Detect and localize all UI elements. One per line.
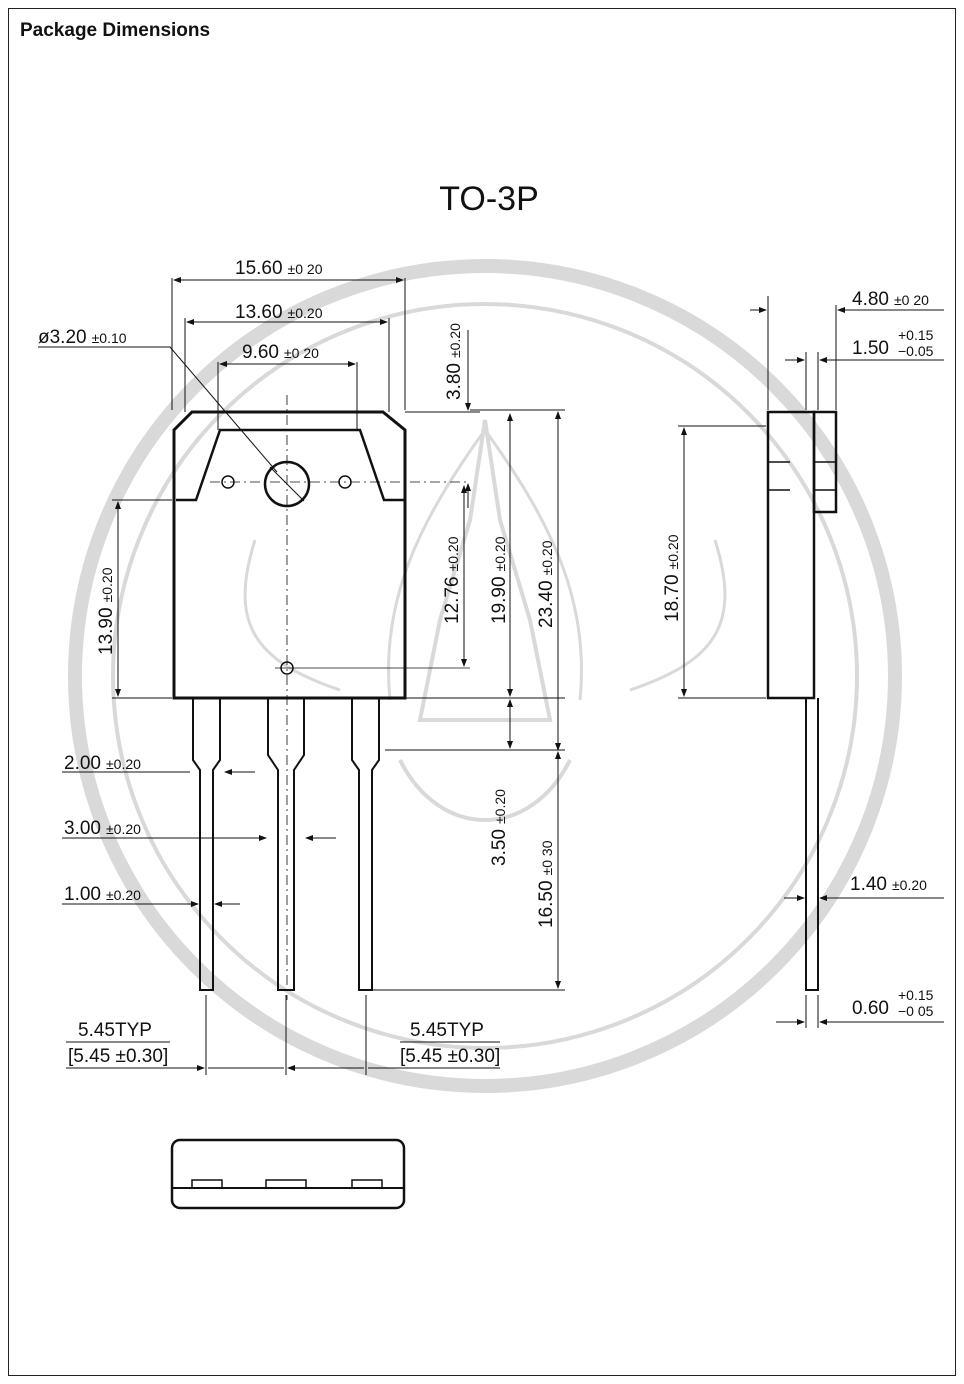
dim-side-thickness: 4.80±0 20 bbox=[852, 289, 929, 310]
dim-hole-diameter: ø3.20±0.10 bbox=[38, 327, 127, 348]
svg-text:−0.05: −0.05 bbox=[898, 343, 934, 359]
dim-top-to-hole: 3.80±0.20 bbox=[444, 323, 465, 400]
dim-lead-width-b: 3.00±0.20 bbox=[64, 818, 141, 839]
svg-text:+0.15: +0.15 bbox=[898, 327, 934, 343]
datasheet-page bbox=[8, 8, 956, 1376]
side-view bbox=[766, 410, 838, 991]
side-dimension-lines bbox=[678, 296, 944, 1028]
dim-body-width: 13.60±0.20 bbox=[235, 302, 323, 323]
dim-lead-width-c: 1.00±0.20 bbox=[64, 884, 141, 905]
front-dimension-lines bbox=[38, 277, 565, 1075]
svg-text:−0 05: −0 05 bbox=[898, 1003, 934, 1019]
dim-total-body-height: 23.40±0.20 bbox=[536, 540, 557, 628]
section-title: Package Dimensions bbox=[20, 20, 211, 41]
dim-side-tab: 1.50 +0.15 −0.05 bbox=[852, 327, 934, 359]
dim-lead-width-a: 2.00±0.20 bbox=[64, 753, 141, 774]
dim-side-height: 18.70±0.20 bbox=[662, 534, 683, 622]
dim-lead-shoulder: 3.50±0.20 bbox=[489, 789, 510, 866]
bottom-view bbox=[170, 1138, 406, 1210]
dim-lead-length: 16.50±0 30 bbox=[536, 840, 557, 928]
package-name: TO-3P bbox=[439, 180, 539, 218]
svg-text:0.60: 0.60 bbox=[852, 998, 889, 1019]
dim-side-body-height: 13.90±0.20 bbox=[96, 567, 117, 655]
watermark-seal bbox=[68, 259, 902, 1093]
dim-hole-to-bottom: 12.76±0.20 bbox=[442, 536, 463, 624]
svg-text:+0.15: +0.15 bbox=[898, 987, 934, 1003]
svg-text:1.50: 1.50 bbox=[852, 338, 889, 359]
dim-inner-width: 9.60±0 20 bbox=[242, 342, 319, 363]
dim-overall-width: 15.60±0 20 bbox=[235, 258, 323, 279]
dim-pitch-left-sub: [5.45 ±0.30] bbox=[68, 1046, 168, 1067]
dim-lead-thickness-side: 1.40±0.20 bbox=[850, 874, 927, 895]
dim-pitch-left: 5.45TYP bbox=[78, 1020, 152, 1041]
dim-pitch-right-sub: [5.45 ±0.30] bbox=[400, 1046, 500, 1067]
dim-pitch-right: 5.45TYP bbox=[410, 1020, 484, 1041]
dim-lead-thickness-tip: 0.60 +0.15 −0 05 bbox=[852, 987, 934, 1019]
dim-body-height: 19.90±0.20 bbox=[489, 536, 510, 624]
